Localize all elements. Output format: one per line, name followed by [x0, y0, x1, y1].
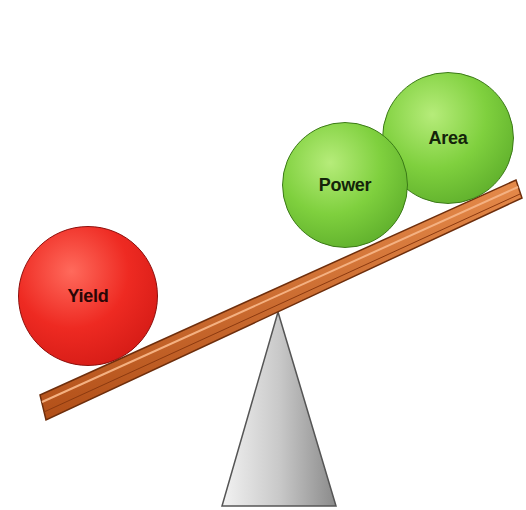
fulcrum-triangle — [222, 312, 336, 506]
circle-label: Yield — [68, 286, 109, 307]
circle-node: Yield — [18, 226, 158, 366]
circle-node: Power — [282, 122, 408, 248]
circle-label: Area — [429, 128, 468, 149]
circle-label: Power — [319, 175, 372, 196]
